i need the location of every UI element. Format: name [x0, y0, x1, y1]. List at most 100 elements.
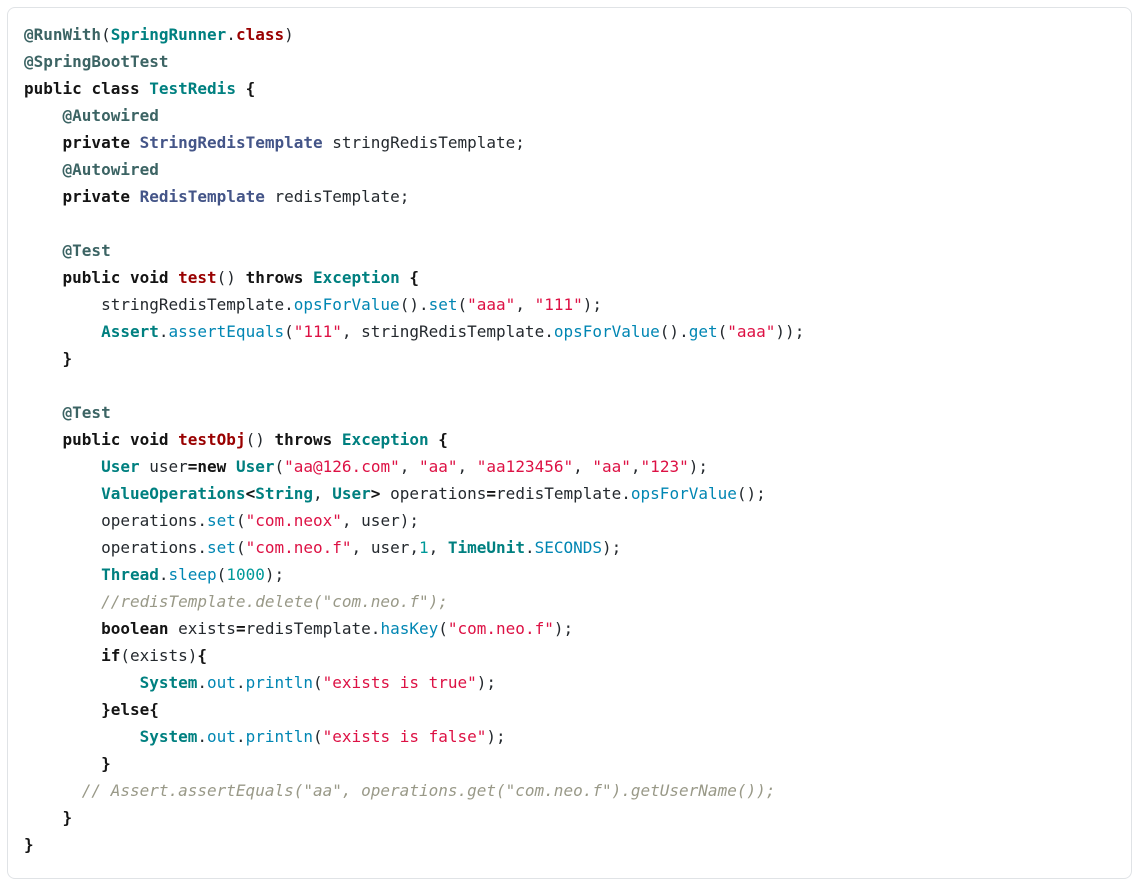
code-token-class-type: User: [235, 457, 275, 476]
code-token-method-call: out: [207, 727, 236, 746]
code-token-method-call: set: [207, 511, 236, 530]
code-line: private StringRedisTemplate stringRedisT…: [24, 129, 1115, 156]
code-token-plain: (: [101, 25, 111, 44]
code-token-class-type: TimeUnit: [447, 538, 525, 557]
code-token-plain: );: [264, 565, 285, 584]
code-token-class-type: Assert: [101, 322, 159, 341]
code-token-plain: );: [582, 295, 603, 314]
code-token-plain: ,: [457, 457, 477, 476]
code-token-annotation: @SpringBootTest: [24, 52, 169, 71]
code-token-class-type: User: [332, 484, 371, 503]
code-token-method-call: set: [207, 538, 236, 557]
code-token-plain: (: [438, 619, 448, 638]
code-token-keyword: {: [245, 79, 256, 98]
code-token-keyword: void: [129, 268, 169, 287]
code-token-plain: );: [476, 673, 497, 692]
code-token-plain: operations.: [24, 511, 208, 530]
code-token-keyword: }: [62, 808, 73, 827]
code-token-class-type: Thread: [101, 565, 159, 584]
code-token-plain: (: [235, 511, 246, 530]
code-token-keyword: {: [409, 268, 419, 287]
code-line: // Assert.assertEquals("aa", operations.…: [24, 777, 1115, 804]
code-token-annotation: @Autowired: [62, 160, 159, 179]
code-line: operations.set("com.neo.f", user,1, Time…: [24, 534, 1115, 561]
code-line: public class TestRedis {: [24, 75, 1115, 102]
code-token-method-call: opsForValue: [630, 484, 737, 503]
code-token-keyword: }: [24, 835, 34, 854]
code-line: if(exists){: [24, 642, 1115, 669]
code-token-plain: ): [284, 25, 294, 44]
code-token-plain: (: [216, 565, 227, 584]
code-line: [24, 372, 1115, 399]
code-token-plain: );: [553, 619, 574, 638]
code-line: Assert.assertEquals("111", stringRedisTe…: [24, 318, 1115, 345]
code-token-plain: stringRedisTemplate.: [24, 295, 294, 314]
code-token-annotation: @Test: [62, 241, 111, 260]
code-token-class-type: String: [255, 484, 313, 503]
code-token-plain: [24, 241, 63, 260]
code-token-plain: ,: [428, 538, 448, 557]
code-token-method-call: println: [245, 727, 314, 746]
code-token-plain: [130, 187, 140, 206]
code-line: }: [24, 804, 1115, 831]
code-token-string-literal: "aaa": [727, 322, 776, 341]
code-token-plain: user: [139, 457, 188, 476]
code-token-plain: [24, 646, 101, 665]
code-line: public void testObj() throws Exception {: [24, 426, 1115, 453]
code-token-operator: =: [486, 484, 497, 503]
code-token-plain: [24, 133, 63, 152]
code-token-plain: [140, 79, 150, 98]
code-line: private RedisTemplate redisTemplate;: [24, 183, 1115, 210]
code-token-plain: .: [226, 25, 236, 44]
code-token-declared-class-type: RedisTemplate: [139, 187, 265, 206]
code-token-plain: [24, 700, 101, 719]
code-token-string-literal: "aa123456": [476, 457, 574, 476]
code-token-plain: (: [313, 727, 323, 746]
code-token-class-type: ValueOperations: [101, 484, 246, 503]
code-token-method-call: opsForValue: [553, 322, 660, 341]
code-token-keyword: throws: [245, 268, 304, 287]
code-token-plain: .: [158, 565, 169, 584]
code-line: @SpringBootTest: [24, 48, 1115, 75]
code-token-string-literal: "com.neo.f": [245, 538, 352, 557]
code-token-plain: , stringRedisTemplate.: [341, 322, 554, 341]
code-token-plain: [169, 268, 179, 287]
code-token-keyword: public: [62, 430, 121, 449]
code-token-plain: (exists): [120, 646, 198, 665]
code-token-keyword: }: [101, 754, 111, 773]
code-token-plain: ();: [736, 484, 766, 503]
code-token-method-call: SECONDS: [534, 538, 603, 557]
code-token-plain: ,: [630, 457, 641, 476]
code-token-plain: .: [197, 673, 208, 692]
code-token-class-type: System: [139, 727, 198, 746]
code-token-plain: [24, 403, 63, 422]
code-line: [24, 210, 1115, 237]
code-token-number-literal: 1: [418, 538, 429, 557]
code-token-plain: [24, 457, 101, 476]
code-token-string-literal: "aaa": [467, 295, 516, 314]
code-line: operations.set("com.neox", user);: [24, 507, 1115, 534]
code-token-keyword: boolean: [101, 619, 169, 638]
code-token-plain: [24, 592, 101, 611]
code-line: System.out.println("exists is true");: [24, 669, 1115, 696]
code-line: @Autowired: [24, 102, 1115, 129]
code-token-keyword: }else{: [101, 700, 159, 719]
code-token-string-literal: "aa": [592, 457, 631, 476]
code-token-plain: [24, 106, 63, 125]
code-line: @Autowired: [24, 156, 1115, 183]
code-token-plain: [332, 430, 342, 449]
code-token-plain: , user,: [351, 538, 419, 557]
code-token-string-literal: "com.neox": [245, 511, 342, 530]
code-token-plain: );: [486, 727, 506, 746]
code-token-plain: [24, 430, 63, 449]
code-line: }: [24, 345, 1115, 372]
code-token-plain: [24, 187, 63, 206]
code-token-plain: [24, 781, 82, 800]
code-token-plain: (: [457, 295, 468, 314]
code-token-string-literal: "com.neo.f": [447, 619, 554, 638]
code-token-string-literal: "aa@126.com": [284, 457, 400, 476]
code-token-function-name: test: [178, 268, 217, 287]
code-token-plain: exists: [168, 619, 236, 638]
code-token-function-name: class: [235, 25, 285, 44]
code-token-keyword: {: [197, 646, 208, 665]
